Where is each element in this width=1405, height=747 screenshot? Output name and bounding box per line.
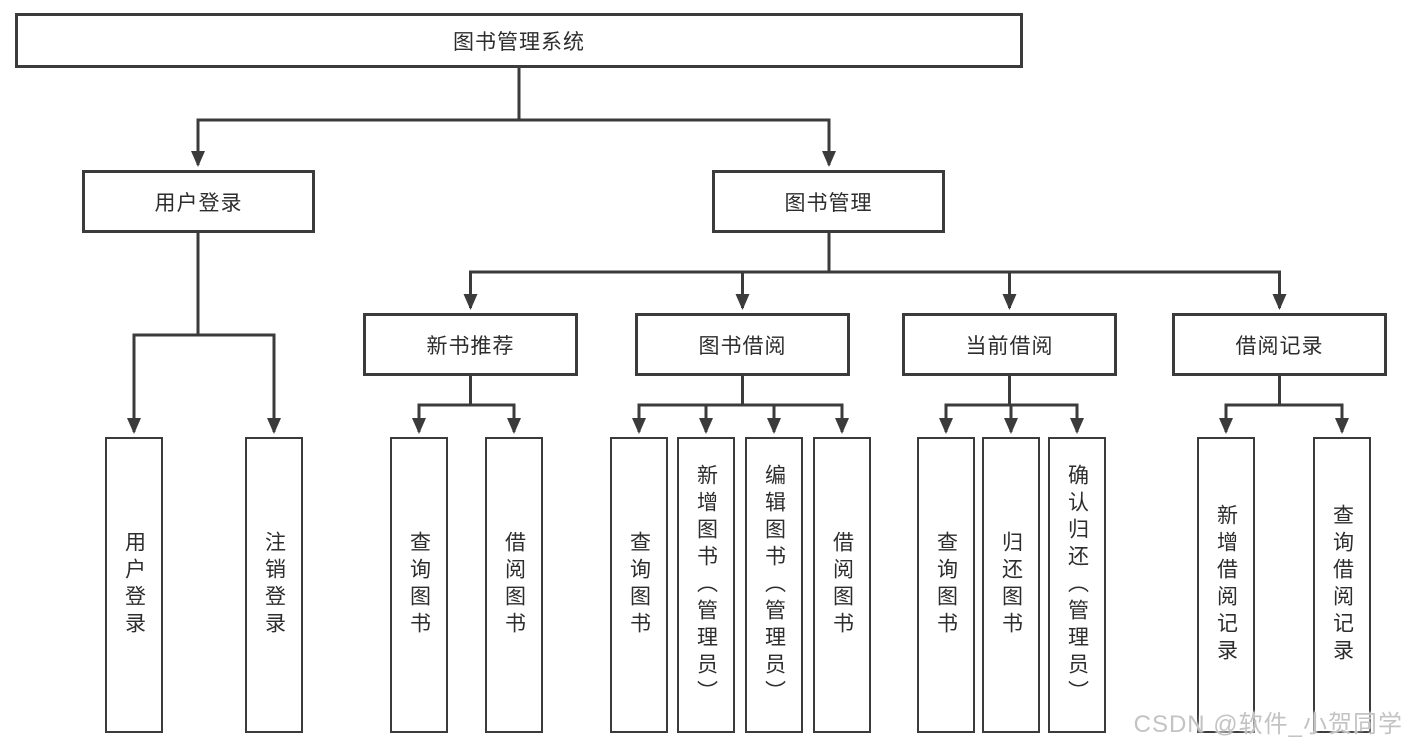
node-label: 注销登录 — [262, 531, 286, 639]
leaf-query-books: 查询图书 — [390, 437, 448, 733]
node-label: 查询图书 — [407, 531, 431, 639]
leaf-confirm-return-admin: 确认归还（管理员） — [1048, 437, 1106, 733]
node-book-borrowing: 图书借阅 — [635, 313, 850, 376]
node-book-management: 图书管理 — [712, 170, 945, 233]
node-label: 用户登录 — [154, 191, 243, 215]
node-label: 新增借阅记录 — [1214, 504, 1238, 666]
node-new-book-recommendation: 新书推荐 — [363, 313, 578, 376]
leaf-query-borrow-record: 查询借阅记录 — [1313, 437, 1371, 733]
node-label: 借阅记录 — [1235, 334, 1324, 358]
node-label: 图书管理 — [784, 191, 873, 215]
node-label: 图书借阅 — [698, 334, 787, 358]
leaf-return-books: 归还图书 — [982, 437, 1040, 733]
leaf-logout-login: 注销登录 — [245, 437, 303, 733]
leaf-query-books: 查询图书 — [917, 437, 975, 733]
node-label: 编辑图书（管理员） — [762, 463, 786, 707]
node-label: 图书管理系统 — [453, 30, 585, 54]
node-label: 查询图书 — [627, 531, 651, 639]
leaf-add-books-admin: 新增图书（管理员） — [677, 437, 735, 733]
leaf-query-books: 查询图书 — [610, 437, 668, 733]
node-borrowing-records: 借阅记录 — [1172, 313, 1387, 376]
node-library-management-system: 图书管理系统 — [15, 13, 1023, 68]
node-label: 借阅图书 — [502, 531, 526, 639]
leaf-borrow-books: 借阅图书 — [485, 437, 543, 733]
node-label: 当前借阅 — [965, 334, 1054, 358]
node-label: 借阅图书 — [830, 531, 854, 639]
node-label: 查询图书 — [934, 531, 958, 639]
leaf-add-borrow-record: 新增借阅记录 — [1197, 437, 1255, 733]
node-current-borrowing: 当前借阅 — [902, 313, 1117, 376]
leaf-edit-books-admin: 编辑图书（管理员） — [745, 437, 803, 733]
node-label: 归还图书 — [999, 531, 1023, 639]
node-label: 新书推荐 — [426, 334, 515, 358]
node-label: 新增图书（管理员） — [694, 463, 718, 707]
node-label: 查询借阅记录 — [1330, 504, 1354, 666]
node-user-login: 用户登录 — [82, 170, 315, 233]
node-label: 确认归还（管理员） — [1065, 463, 1089, 707]
leaf-user-login: 用户登录 — [105, 437, 163, 733]
leaf-borrow-books: 借阅图书 — [813, 437, 871, 733]
csdn-watermark: CSDN @软件_小贺同学 — [1133, 711, 1403, 738]
node-label: 用户登录 — [122, 531, 146, 639]
